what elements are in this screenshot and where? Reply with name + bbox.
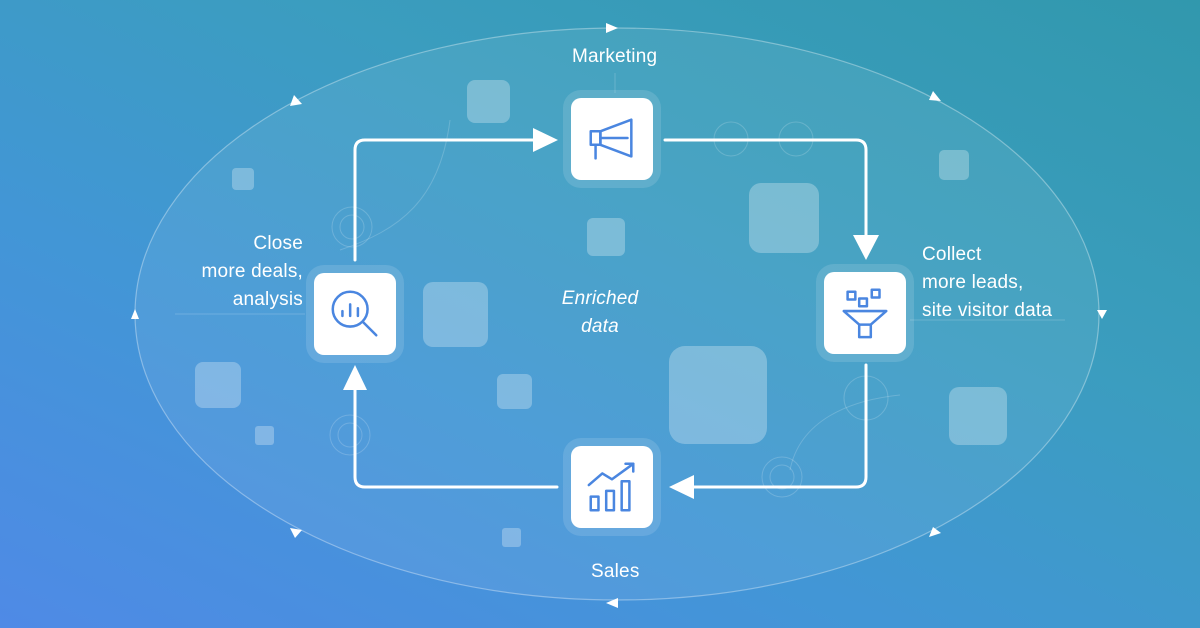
deco-square xyxy=(423,282,488,347)
label-collect: Collect more leads, site visitor data xyxy=(922,244,1053,321)
orbit-arrow xyxy=(290,528,302,538)
connector-marketing-to-collect xyxy=(663,138,868,240)
deco-square xyxy=(502,528,521,547)
orbit-arrow xyxy=(929,91,941,101)
label-close: Close more deals, analysis xyxy=(201,233,303,310)
magnifier-chart-icon xyxy=(331,290,378,337)
funnel-icon xyxy=(842,288,888,339)
orbit-arrow xyxy=(1097,310,1107,319)
label-sales: Sales xyxy=(591,561,640,582)
orbit-arrow xyxy=(290,95,302,106)
deco-square xyxy=(467,80,510,123)
orbit-arrow xyxy=(131,309,139,319)
deco-square xyxy=(669,346,767,444)
arrowhead-right xyxy=(533,128,558,152)
deco-square xyxy=(749,183,819,253)
deco-square xyxy=(497,374,532,409)
deco-square xyxy=(949,387,1007,445)
orbit-arrow xyxy=(606,23,618,33)
deco-square xyxy=(255,426,274,445)
orbit-arrow xyxy=(929,527,941,537)
label-enriched-data: Enriched data xyxy=(561,288,639,337)
marketing-node[interactable] xyxy=(571,98,653,180)
sales-node[interactable] xyxy=(571,446,653,528)
connector-close-to-marketing xyxy=(353,138,537,262)
arrowhead-up xyxy=(343,365,367,390)
arrowhead-left xyxy=(669,475,694,499)
deco-square xyxy=(195,362,241,408)
bar-chart-growth-icon xyxy=(587,462,635,512)
collect-node[interactable] xyxy=(824,272,906,354)
arrowhead-down xyxy=(853,235,879,260)
connector-sales-to-close xyxy=(353,388,559,489)
orbit-arrow xyxy=(606,598,618,608)
label-marketing: Marketing xyxy=(572,46,658,67)
connector-collect-to-sales xyxy=(690,363,868,489)
deco-square xyxy=(587,218,625,256)
megaphone-icon xyxy=(589,118,633,160)
close-node[interactable] xyxy=(314,273,396,355)
deco-square xyxy=(232,168,254,190)
deco-square xyxy=(939,150,969,180)
